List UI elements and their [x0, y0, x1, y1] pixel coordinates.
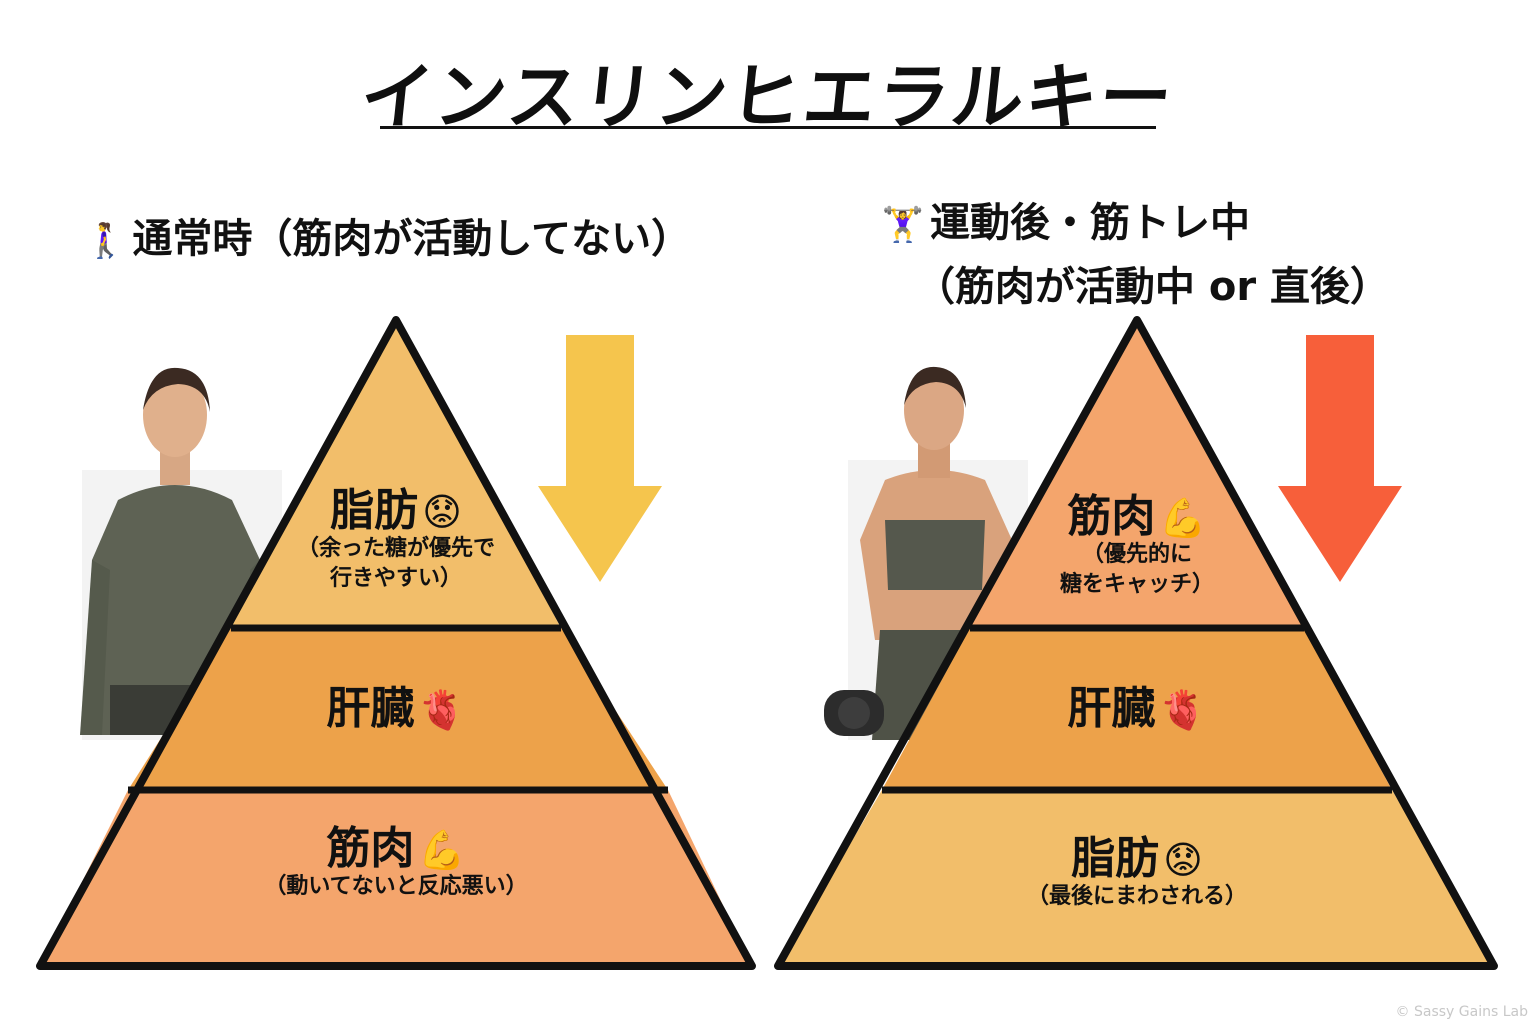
- left-heading-text: 通常時（筋肉が活動してない）: [132, 216, 692, 262]
- left-pyramid: [36, 316, 756, 970]
- left-tier-1-note-1: （余った糖が優先で: [296, 536, 495, 562]
- left-down-arrow: [538, 335, 662, 582]
- left-heading: 🚶‍♀️通常時（筋肉が活動してない）: [84, 206, 691, 264]
- copyright-notice: © Sassy Gains Lab: [1395, 1004, 1528, 1020]
- left-tier-2-label: 肝臓: [326, 683, 415, 734]
- left-tier-3-note: （動いてないと反応悪い）: [264, 874, 528, 900]
- right-down-arrow: [1278, 335, 1402, 582]
- right-tier-3-label: 脂肪: [1071, 833, 1160, 884]
- right-heading-line1: 🏋️‍♀️運動後・筋トレ中: [0, 190, 1250, 248]
- worried-face-icon: 😟: [1163, 838, 1203, 882]
- left-tier-1: 脂肪😟 （余った糖が優先で 行きやすい）: [246, 485, 546, 594]
- liver-icon: 🫀: [1159, 688, 1207, 732]
- right-tier-top-shape: [970, 320, 1304, 628]
- worried-face-icon: 😟: [422, 490, 462, 534]
- left-tier-1-note-2: 行きやすい）: [329, 565, 462, 591]
- left-tier-2: 肝臓🫀: [246, 683, 546, 734]
- flexed-biceps-icon: 💪: [418, 828, 466, 872]
- left-tier-top-shape: [231, 320, 561, 628]
- weightlifter-icon: 🏋️‍♀️: [881, 205, 924, 245]
- flexed-biceps-icon: 💪: [1159, 496, 1207, 540]
- left-tier-bottom-shape: [40, 790, 752, 966]
- right-pyramid: [774, 316, 1498, 970]
- left-tier-1-label: 脂肪: [330, 485, 419, 536]
- right-tier-bottom-shape: [778, 790, 1494, 966]
- left-tier-middle-shape: [128, 628, 668, 790]
- right-tier-1-note-2: 糖をキャッチ）: [1059, 571, 1214, 597]
- right-tier-1-label: 筋肉: [1067, 491, 1156, 542]
- right-tier-1: 筋肉💪 （優先的に 糖をキャッチ）: [1004, 491, 1270, 600]
- right-heading-line2: （筋肉が活動中 or 直後）: [914, 264, 1390, 310]
- right-tier-3: 脂肪😟 （最後にまわされる）: [937, 833, 1337, 912]
- liver-icon: 🫀: [418, 688, 466, 732]
- right-tier-1-note-1: （優先的に: [1081, 542, 1192, 568]
- left-tier-3: 筋肉💪 （動いてないと反応悪い）: [196, 823, 596, 902]
- left-tier-3-label: 筋肉: [326, 823, 415, 874]
- right-heading-text-1: 運動後・筋トレ中: [930, 200, 1250, 246]
- right-tier-3-note: （最後にまわされる）: [1026, 884, 1247, 910]
- walking-woman-icon: 🚶‍♀️: [84, 221, 127, 261]
- right-tier-2-label: 肝臓: [1067, 683, 1156, 734]
- right-tier-middle-shape: [882, 628, 1392, 790]
- right-tier-2: 肝臓🫀: [987, 683, 1287, 734]
- title-underline: [380, 126, 1156, 129]
